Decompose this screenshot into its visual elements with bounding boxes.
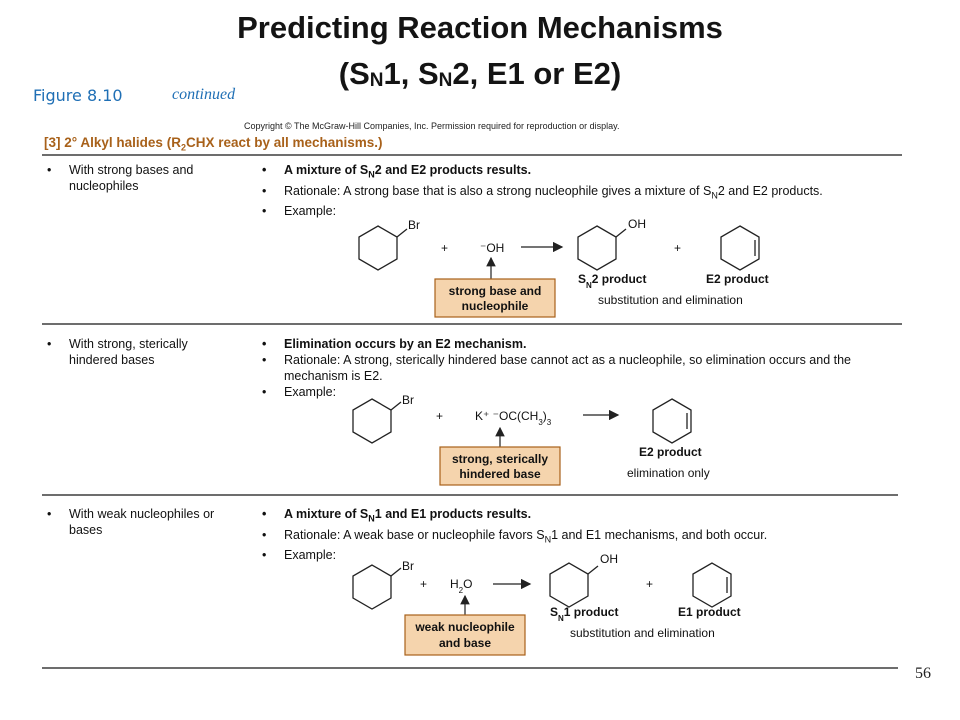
cyclohexene-ring-icon <box>652 398 692 444</box>
plus-sign: + <box>441 241 448 255</box>
cyclohexane-ring-icon <box>358 225 398 271</box>
note-line-2: nucleophile <box>462 299 529 313</box>
row-divider-2 <box>42 494 898 496</box>
note-line-2: and base <box>439 636 491 650</box>
cyclohexene-ring-icon <box>692 562 732 608</box>
reagent-label: K⁺ ⁻OC(CH3)3 <box>475 409 552 427</box>
condition-cell: With strong bases and nucleophiles <box>47 162 232 194</box>
copyright-notice: Copyright © The McGraw-Hill Companies, I… <box>244 121 620 131</box>
section-rule <box>42 154 902 156</box>
cyclohexane-ring-icon <box>577 225 617 271</box>
bullet-rationale: Rationale: A strong, sterically hindered… <box>262 352 862 384</box>
row-divider-1 <box>42 323 902 325</box>
condition-cell: With weak nucleophiles or bases <box>47 506 227 538</box>
bullet-list: A mixture of SN2 and E2 products results… <box>262 162 862 219</box>
bullet-example: Example: <box>262 203 862 219</box>
page-number: 56 <box>915 665 931 682</box>
cyclohexane-ring-icon <box>352 398 392 444</box>
note-line-1: weak nucleophile <box>414 620 515 634</box>
scheme-caption: elimination only <box>627 466 710 480</box>
cyclohexene-ring-icon <box>720 225 760 271</box>
product-label-1: SN1 product <box>550 605 618 623</box>
plus-sign: + <box>646 577 653 591</box>
scheme-3: Br + H2O weak nucleophile and base OH + … <box>352 552 741 656</box>
scheme-caption: substitution and elimination <box>598 293 743 307</box>
leaving-group-label: Br <box>402 559 414 573</box>
slide-title-line1: Predicting Reaction Mechanisms <box>237 10 723 45</box>
bullet-result: A mixture of SN1 and E1 products results… <box>262 506 862 527</box>
bullet-result: A mixture of SN2 and E2 products results… <box>262 162 862 183</box>
plus-sign: + <box>674 241 681 255</box>
scheme-2: Br + K⁺ ⁻OC(CH3)3 strong, sterically hin… <box>352 393 710 486</box>
figure-label: Figure 8.10 <box>33 86 123 105</box>
condition-cell: With strong, sterically hindered bases <box>47 336 217 368</box>
product-label-1: SN2 product <box>578 272 646 290</box>
note-line-1: strong base and <box>449 284 542 298</box>
bullet-example: Example: <box>262 384 862 400</box>
cyclohexane-ring-icon <box>352 564 392 610</box>
reagent-note-box <box>439 446 561 486</box>
reagent-label: H2O <box>450 577 472 595</box>
reagent-label: ⁻OH <box>480 241 504 255</box>
plus-sign: + <box>420 577 427 591</box>
hydroxyl-label: OH <box>600 552 618 566</box>
bullet-result: Elimination occurs by an E2 mechanism. <box>262 336 862 352</box>
note-line-2: hindered base <box>459 467 541 481</box>
scheme-1: Br + ⁻OH strong base and nucleophile OH … <box>358 217 769 318</box>
leaving-group-label: Br <box>402 393 414 407</box>
continued-label: continued <box>172 86 236 103</box>
bullet-list: Elimination occurs by an E2 mechanism. R… <box>262 336 862 400</box>
product-label-2: E1 product <box>678 605 741 619</box>
leaving-group-label: Br <box>408 218 420 232</box>
cyclohexane-ring-icon <box>549 562 589 608</box>
section-heading: [3] 2° Alkyl halides (R2CHX react by all… <box>44 135 383 153</box>
product-label-1: E2 product <box>639 445 702 459</box>
plus-sign: + <box>436 409 443 423</box>
note-line-1: strong, sterically <box>452 452 548 466</box>
reagent-note-box <box>404 614 526 656</box>
bottom-rule <box>42 667 898 669</box>
slide-title-line2: (SN1, SN2, E1 or E2) <box>338 56 622 91</box>
bullet-rationale: Rationale: A weak base or nucleophile fa… <box>262 527 862 548</box>
bullet-rationale: Rationale: A strong base that is also a … <box>262 183 862 204</box>
bullet-list: A mixture of SN1 and E1 products results… <box>262 506 862 563</box>
bullet-example: Example: <box>262 547 862 563</box>
reagent-note-box <box>434 278 556 318</box>
product-label-2: E2 product <box>706 272 769 286</box>
hydroxyl-label: OH <box>628 217 646 231</box>
scheme-caption: substitution and elimination <box>570 626 715 640</box>
